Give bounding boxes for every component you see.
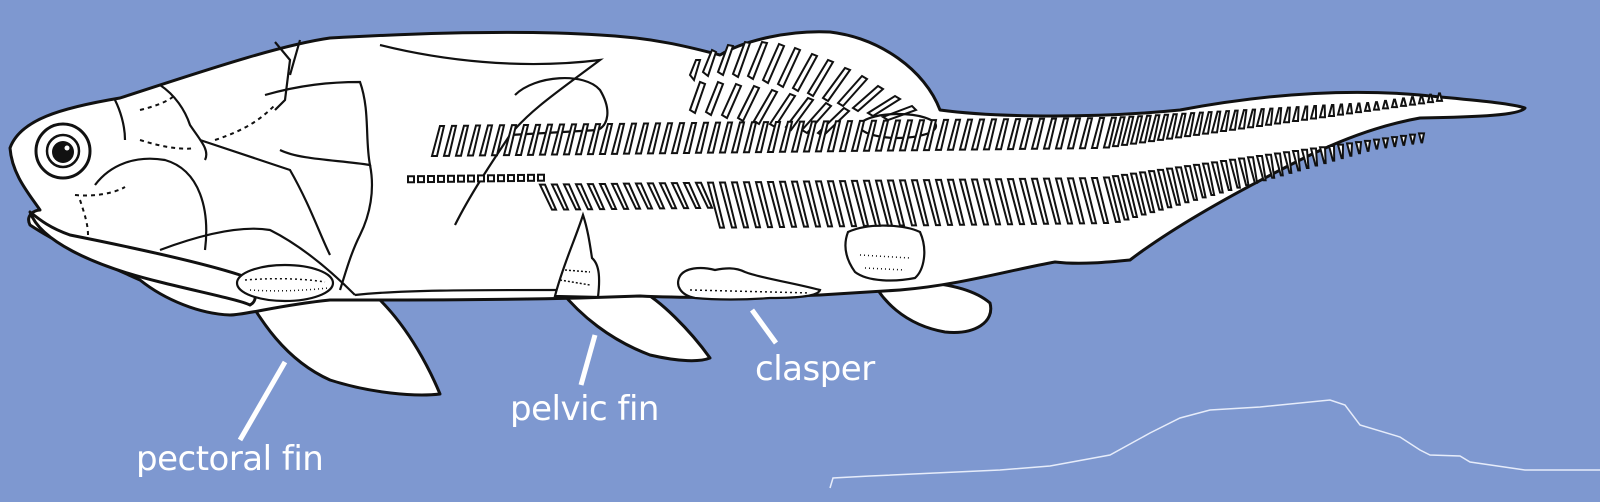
pelvic-girdle — [553, 211, 601, 299]
pelvic-fin-label: pelvic fin — [510, 389, 659, 429]
anal-plate — [844, 224, 926, 282]
pectoral-fin-leader — [237, 360, 288, 442]
pelvic-fin-leader — [578, 334, 598, 386]
watermark-outline — [829, 399, 1600, 489]
neural-spines — [430, 92, 1444, 157]
vertebral-column — [407, 173, 545, 184]
haemal-spines — [538, 132, 1426, 229]
clasper — [677, 266, 822, 301]
pectoral-fin-label: pectoral fin — [136, 439, 324, 479]
clasper-label: clasper — [755, 349, 875, 389]
eye — [34, 122, 92, 180]
pelvic-fin — [558, 288, 712, 363]
pectoral-plate — [235, 263, 335, 303]
fish-body — [8, 30, 1527, 317]
clasper-leader — [749, 308, 779, 345]
